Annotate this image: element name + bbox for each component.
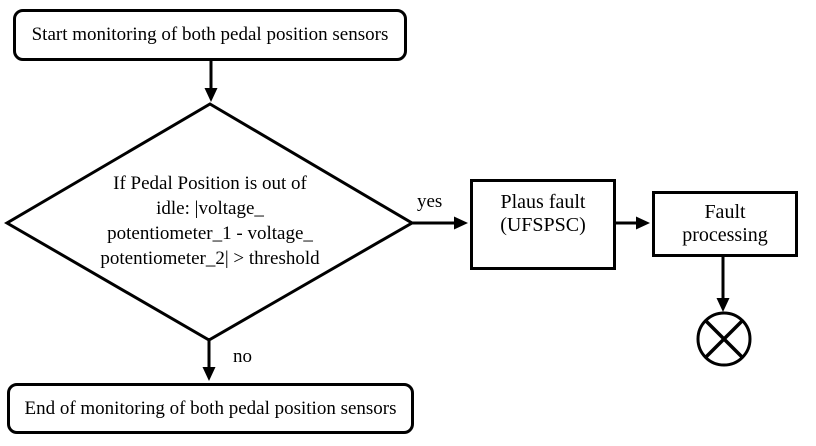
fault-processing-line-2: processing — [682, 224, 768, 246]
fault-processing-line-1: Fault — [704, 201, 746, 223]
node-end: End of monitoring of both pedal position… — [7, 383, 414, 434]
decision-line-4: potentiometer_2| > threshold — [100, 248, 320, 269]
decision-line-1: If Pedal Position is out of — [113, 173, 307, 194]
edge-label-no: no — [233, 346, 252, 367]
plaus-fault-line-1: Plaus fault — [500, 191, 586, 213]
edge-label-yes: yes — [417, 191, 443, 212]
node-fault-processing: Fault processing — [652, 191, 798, 257]
arrowhead-plaus-fault-to-fault-processing — [636, 216, 650, 230]
node-decision-label: If Pedal Position is out of idle: |volta… — [70, 171, 350, 271]
arrowhead-decision-to-end — [202, 367, 216, 381]
arrowhead-decision-to-plaus-fault — [454, 216, 468, 230]
node-start-label: Start monitoring of both pedal position … — [31, 24, 389, 45]
node-start: Start monitoring of both pedal position … — [13, 9, 407, 61]
decision-line-3: potentiometer_1 - voltage_ — [107, 223, 313, 244]
decision-line-2: idle: |voltage_ — [156, 198, 264, 219]
plaus-fault-line-2: (UFSPSC) — [500, 214, 586, 236]
arrowhead-fault-processing-to-sink — [716, 298, 730, 312]
node-end-label: End of monitoring of both pedal position… — [24, 397, 397, 419]
node-plaus-fault: Plaus fault (UFSPSC) — [470, 179, 616, 270]
arrowhead-start-to-decision — [204, 88, 218, 102]
crossed-circle-icon — [696, 311, 752, 367]
